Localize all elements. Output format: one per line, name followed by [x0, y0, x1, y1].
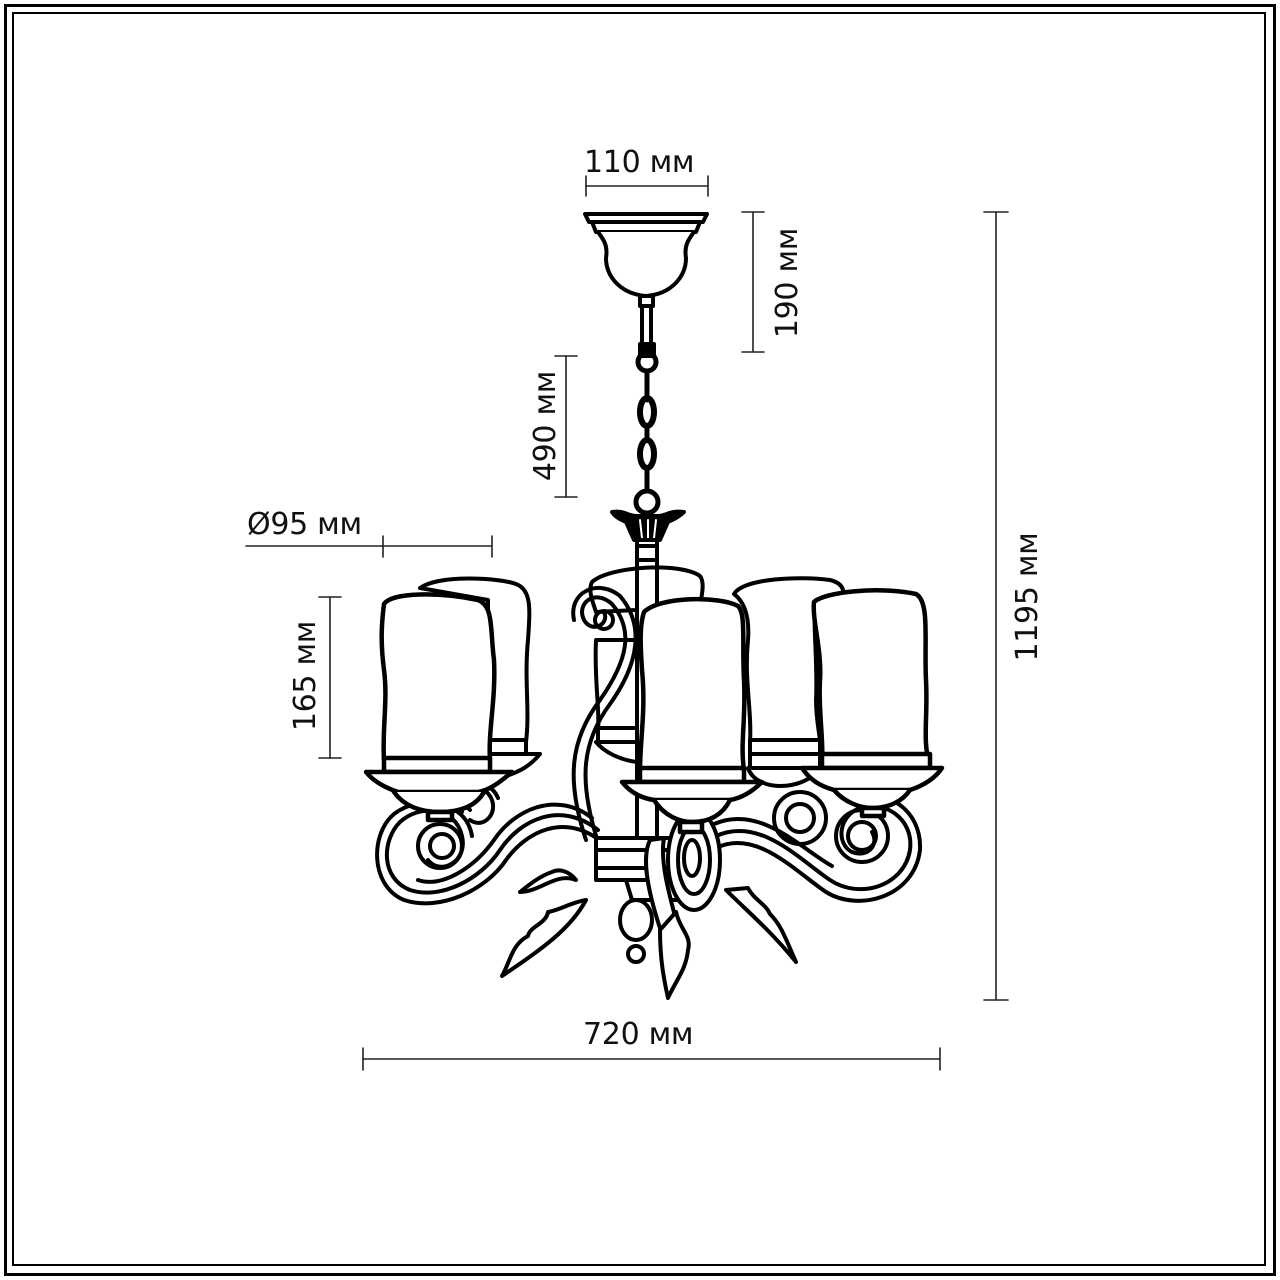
crown-finial	[610, 488, 686, 548]
dim-shade-diameter-line	[245, 535, 493, 558]
total-height-label: 1195 мм	[1010, 532, 1045, 662]
ceiling-canopy	[583, 212, 709, 308]
total-width-label: 720 мм	[583, 1017, 694, 1052]
shade-height-label: 165 мм	[288, 620, 323, 732]
dim-chain-length-line	[554, 355, 578, 498]
chain-length-label: 490 мм	[528, 370, 563, 482]
chain	[635, 304, 659, 495]
arm-right	[712, 790, 923, 903]
shade-diameter-label: Ø95 мм	[247, 507, 362, 542]
inner-border	[12, 12, 1266, 1266]
front-center-scroll	[643, 808, 722, 942]
lamp-back-right	[732, 576, 846, 788]
dim-shade-height-line	[318, 596, 342, 759]
arm-center-s-scroll	[571, 585, 638, 844]
canopy-width-label: 110 мм	[584, 145, 695, 180]
lamp-front-left	[363, 592, 515, 823]
outer-border	[4, 4, 1276, 1276]
decorative-leaves	[500, 868, 798, 1000]
dim-total-width-line	[362, 1047, 941, 1071]
canopy-height-label: 190 мм	[770, 227, 805, 339]
lamp-front-right	[799, 588, 945, 819]
dimension-lines	[245, 175, 1009, 1071]
dim-canopy-height-line	[741, 211, 765, 353]
dim-total-height-line	[983, 211, 1009, 1001]
lamp-front-center	[619, 596, 765, 835]
dim-canopy-width-line	[585, 175, 709, 197]
